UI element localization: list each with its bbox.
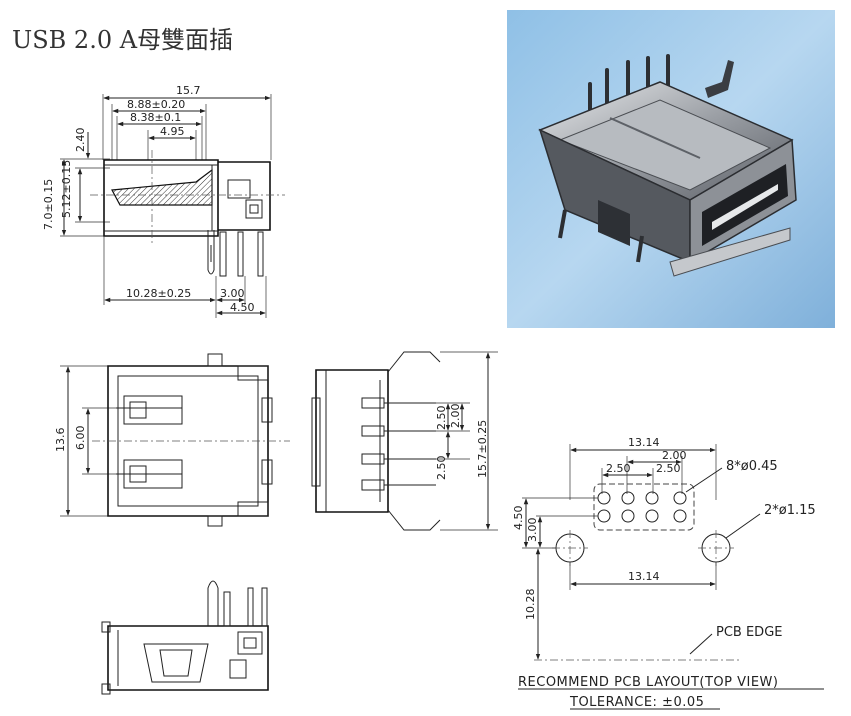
dim-width-838: 8.38±0.1 <box>130 111 181 124</box>
dim-width-495: 4.95 <box>160 125 185 138</box>
dim-front-136: 13.6 <box>54 428 67 453</box>
dim-front-600: 6.00 <box>74 426 87 451</box>
dim-top-157: 15.7±0.25 <box>476 420 489 478</box>
dim-top-200: 2.00 <box>449 404 462 429</box>
dim-height-240: 2.40 <box>74 128 87 153</box>
pcb-edge-label: PCB EDGE <box>716 625 782 640</box>
pcb-dim-250b: 2.50 <box>656 462 681 475</box>
pcb-dim-bottom-1314: 13.14 <box>628 570 660 583</box>
dim-height-512: 5.12±0.15 <box>60 160 73 218</box>
pcb-big-holes-label: 2*ø1.15 <box>764 503 816 518</box>
pcb-tolerance: TOLERANCE: ±0.05 <box>569 695 704 710</box>
dim-bottom-300: 3.00 <box>220 287 245 300</box>
dim-height-700: 7.0±0.15 <box>42 179 55 230</box>
dim-bottom-1028: 10.28±0.25 <box>126 287 191 300</box>
pcb-dim-200: 2.00 <box>662 449 687 462</box>
pcb-dim-1028: 10.28 <box>524 589 537 621</box>
pcb-dim-top-1314: 13.14 <box>628 436 660 449</box>
dim-bottom-450: 4.50 <box>230 301 255 314</box>
pcb-dim-250a: 2.50 <box>606 462 631 475</box>
pcb-caption: RECOMMEND PCB LAYOUT(TOP VIEW) <box>518 675 778 690</box>
pcb-dim-450: 4.50 <box>512 506 525 531</box>
front-view: 13.6 6.00 <box>54 353 290 527</box>
pcb-small-holes-label: 8*ø0.45 <box>726 459 778 474</box>
dim-width-total: 15.7 <box>176 84 201 97</box>
pcb-dim-300: 3.00 <box>526 518 539 543</box>
top-view: 2.50 2.00 2.50 15.7±0.25 <box>311 351 498 531</box>
dim-top-250b: 2.50 <box>435 456 448 481</box>
title: USB 2.0 A母雙面插 <box>12 26 233 54</box>
dim-width-888: 8.88±0.20 <box>127 98 185 111</box>
side-view: 15.7 8.88±0.20 8.38±0.1 4.95 7.0±0.15 5.… <box>42 84 285 318</box>
pcb-layout: 13.14 2.00 2.50 2.50 8*ø0.45 <box>512 436 824 710</box>
bottom-side-view <box>101 580 269 695</box>
product-photo <box>507 10 835 328</box>
dim-top-250a: 2.50 <box>435 406 448 431</box>
